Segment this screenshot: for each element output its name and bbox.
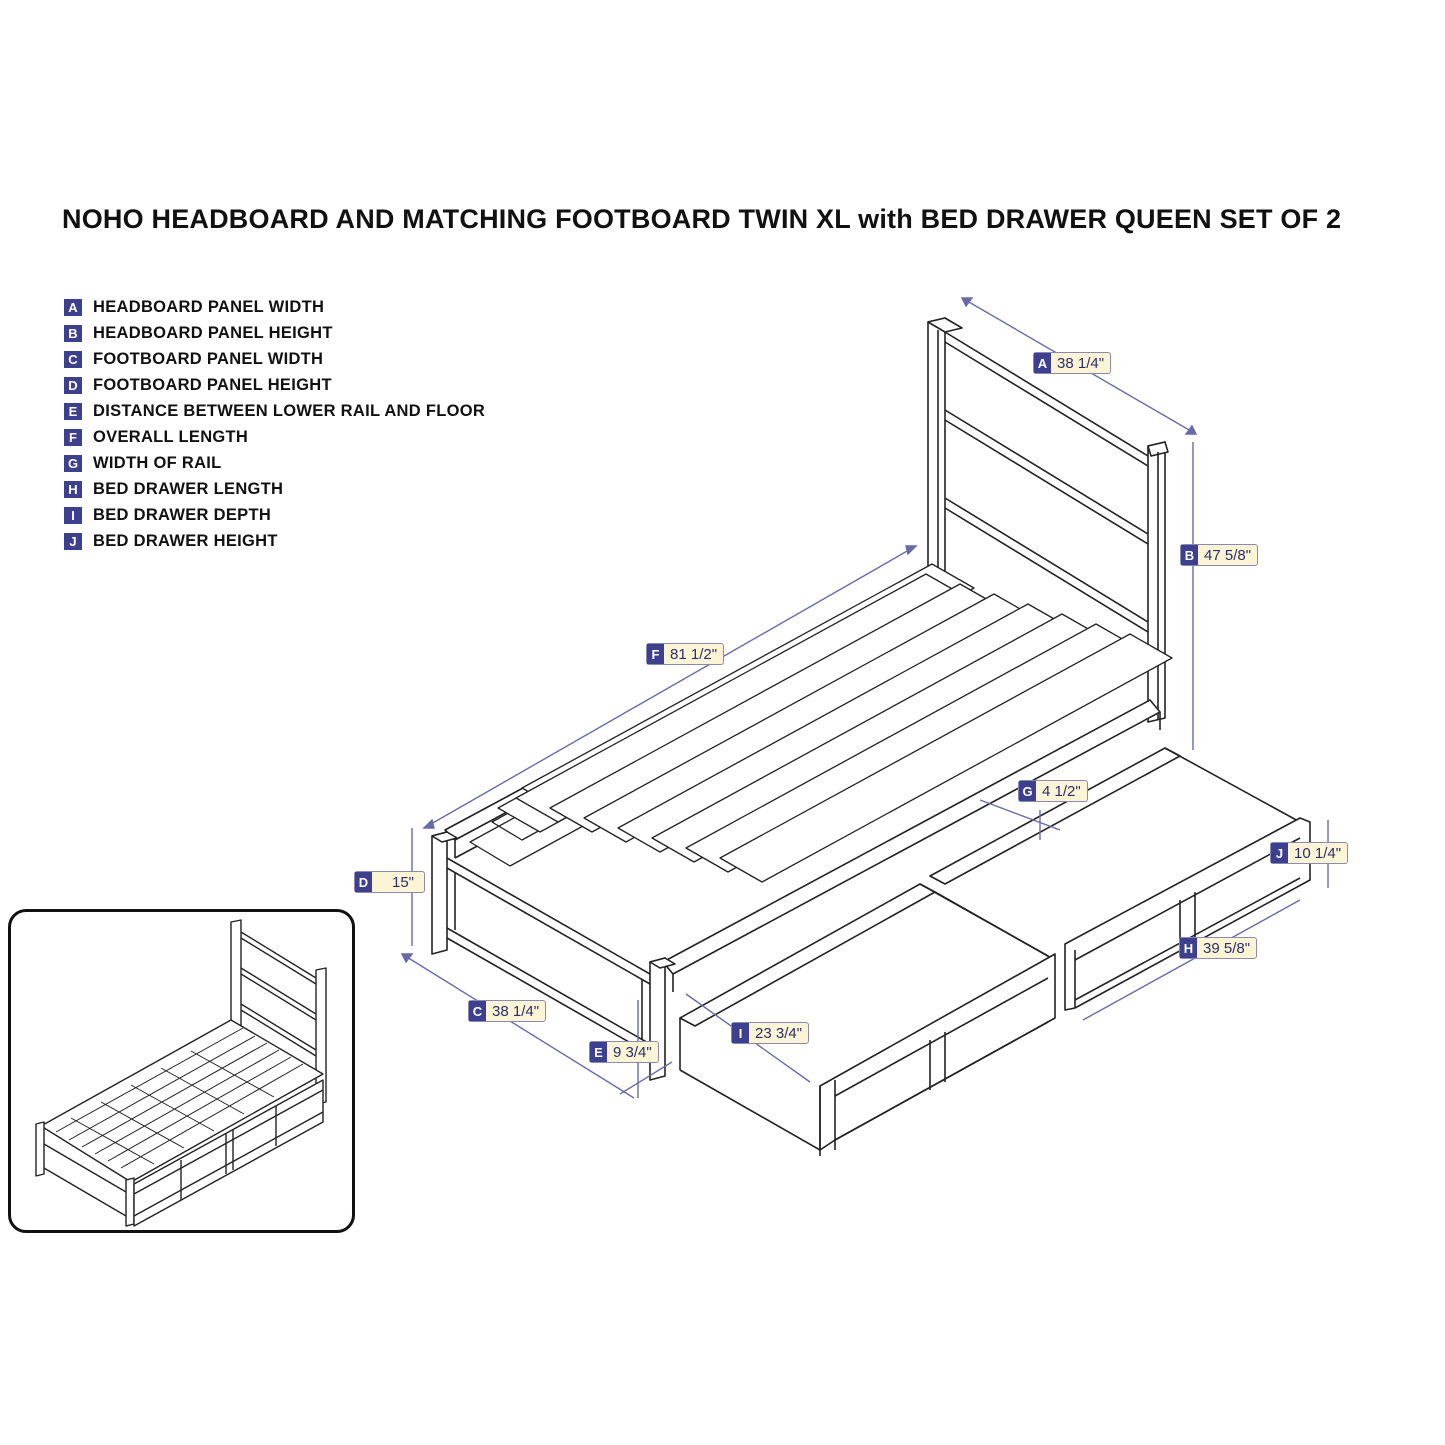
dimension-key: J — [1271, 843, 1288, 863]
legend-label: BED DRAWER LENGTH — [93, 479, 284, 498]
dimension-e-label: E 9 3/4" — [589, 1041, 659, 1063]
dimension-value: 9 3/4" — [613, 1043, 652, 1061]
dimension-key: G — [1019, 781, 1036, 801]
dimension-key: I — [732, 1023, 749, 1043]
legend-key: F — [64, 428, 82, 446]
legend-key: E — [64, 402, 82, 420]
dimension-key: C — [469, 1001, 486, 1021]
legend-key: C — [64, 350, 82, 368]
footboard — [431, 831, 676, 1081]
dimension-value: 4 1/2" — [1042, 782, 1081, 800]
dimension-b-label: B 47 5/8" — [1180, 544, 1259, 566]
dimension-key: F — [647, 644, 664, 664]
legend-item: G WIDTH OF RAIL — [64, 450, 485, 476]
legend-label: FOOTBOARD PANEL WIDTH — [93, 349, 324, 368]
dimension-value: 15" — [392, 873, 415, 891]
legend-key: H — [64, 480, 82, 498]
bed-slats — [469, 563, 1173, 883]
legend-label: HEADBOARD PANEL HEIGHT — [93, 323, 333, 342]
dimension-key: D — [355, 872, 372, 892]
dimension-value: 39 5/8" — [1203, 939, 1251, 957]
dimension-key: B — [1181, 545, 1198, 565]
dimension-value: 38 1/4" — [492, 1002, 540, 1020]
legend-item: B HEADBOARD PANEL HEIGHT — [64, 320, 485, 346]
legend-label: BED DRAWER DEPTH — [93, 505, 272, 524]
legend-key: J — [64, 532, 82, 550]
bed-drawer-front — [679, 883, 1056, 1156]
legend-label: BED DRAWER HEIGHT — [93, 531, 278, 550]
legend-label: DISTANCE BETWEEN LOWER RAIL AND FLOOR — [93, 401, 486, 420]
dimension-lines — [400, 297, 1329, 1099]
legend-key: I — [64, 506, 82, 524]
legend-item: E DISTANCE BETWEEN LOWER RAIL AND FLOOR — [64, 398, 485, 424]
legend-key: D — [64, 376, 82, 394]
legend-label: OVERALL LENGTH — [93, 427, 249, 446]
dimension-value: 10 1/4" — [1294, 844, 1342, 862]
dimension-a-label: A 38 1/4" — [1033, 352, 1112, 374]
legend-item: C FOOTBOARD PANEL WIDTH — [64, 346, 485, 372]
legend-key: A — [64, 298, 82, 316]
legend-label: FOOTBOARD PANEL HEIGHT — [93, 375, 332, 394]
dimension-c-label: C 38 1/4" — [468, 1000, 547, 1022]
legend-item: H BED DRAWER LENGTH — [64, 476, 485, 502]
legend-label: HEADBOARD PANEL WIDTH — [93, 297, 325, 316]
legend-label: WIDTH OF RAIL — [93, 453, 222, 472]
legend-key: G — [64, 454, 82, 472]
dimension-g-label: G 4 1/2" — [1018, 780, 1088, 802]
legend-key: B — [64, 324, 82, 342]
dimension-j-label: J 10 1/4" — [1270, 842, 1349, 864]
dimension-value: 38 1/4" — [1057, 354, 1105, 372]
diagram-title: NOHO HEADBOARD AND MATCHING FOOTBOARD TW… — [62, 204, 1342, 234]
thumbnail-bed-illustration — [35, 919, 327, 1227]
dimension-key: E — [590, 1042, 607, 1062]
dimension-value: 23 3/4" — [755, 1024, 803, 1042]
dimension-h-label: H 39 5/8" — [1179, 937, 1258, 959]
legend-item: A HEADBOARD PANEL WIDTH — [64, 294, 485, 320]
dimension-d-label: D 15" — [354, 871, 426, 893]
thumbnail-preview — [8, 909, 355, 1233]
legend-item: J BED DRAWER HEIGHT — [64, 528, 485, 554]
legend-item: I BED DRAWER DEPTH — [64, 502, 485, 528]
legend-item: F OVERALL LENGTH — [64, 424, 485, 450]
dimension-f-label: F 81 1/2" — [646, 643, 725, 665]
legend-item: D FOOTBOARD PANEL HEIGHT — [64, 372, 485, 398]
dimension-key: A — [1034, 353, 1051, 373]
dimension-i-label: I 23 3/4" — [731, 1022, 810, 1044]
legend: A HEADBOARD PANEL WIDTH B HEADBOARD PANEL … — [64, 294, 485, 554]
dimension-value: 81 1/2" — [670, 645, 718, 663]
dimension-value: 47 5/8" — [1204, 546, 1252, 564]
dimension-key: H — [1180, 938, 1197, 958]
